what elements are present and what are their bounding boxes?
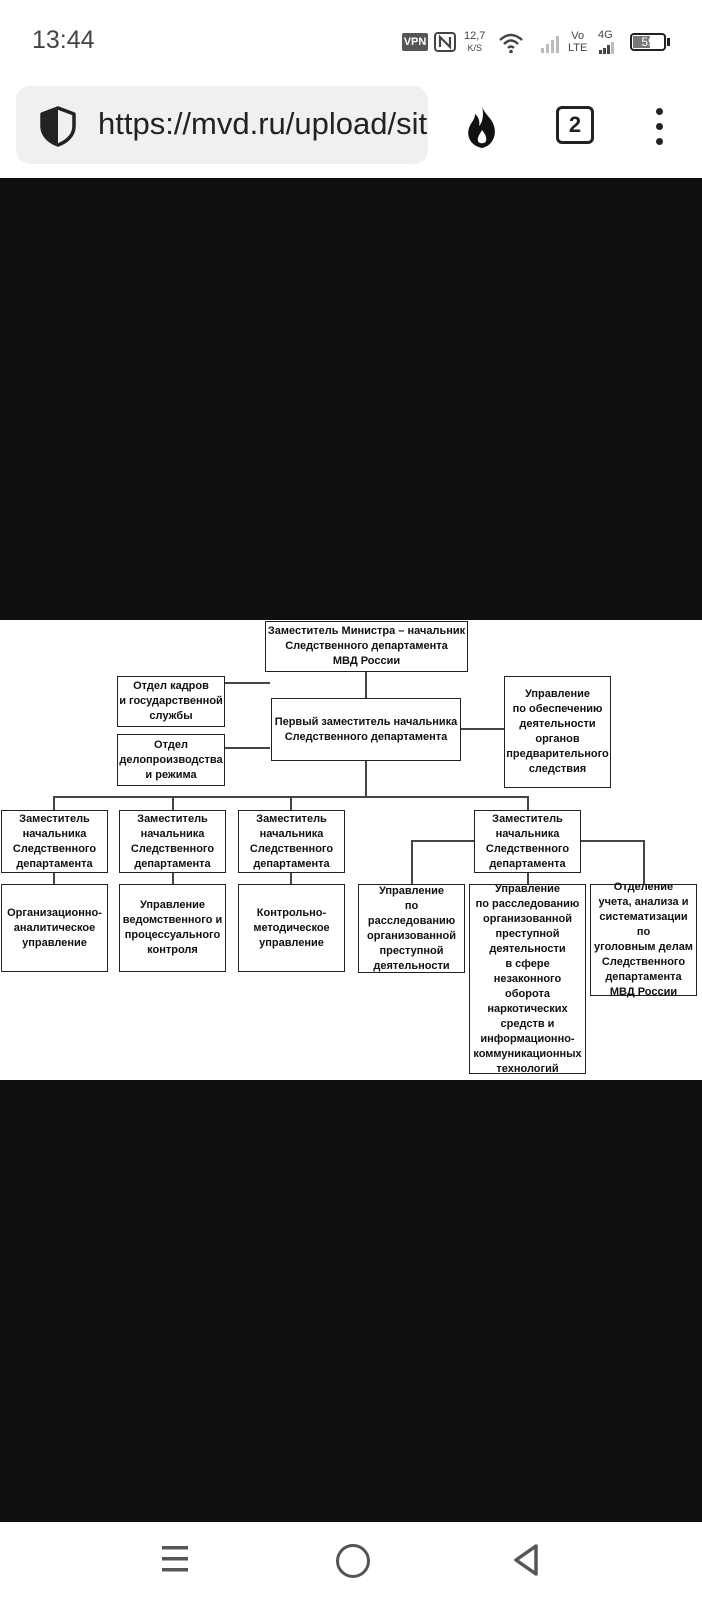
shield-icon[interactable] <box>36 104 80 148</box>
connector-line <box>643 840 645 884</box>
org-box-minister-deputy: Заместитель Министра – начальник Следств… <box>265 621 468 672</box>
battery-fill <box>633 36 650 48</box>
org-chart: Заместитель Министра – начальник Следств… <box>0 620 702 1080</box>
connector-line <box>527 871 529 884</box>
address-bar[interactable]: https://mvd.ru/upload/site1/document_fil… <box>16 86 428 164</box>
org-box-deputy-1: Заместитель начальника Следственного деп… <box>1 810 108 873</box>
connector-line <box>172 871 174 884</box>
connector-line <box>224 747 270 749</box>
fire-icon[interactable] <box>462 104 502 150</box>
org-box-analytical-directorate: Организационно- аналитическое управление <box>1 884 108 972</box>
vpn-badge: VPN <box>402 33 428 51</box>
connector-line <box>411 840 475 842</box>
battery-tip <box>667 38 670 46</box>
net-speed-value: 12,7 <box>464 30 486 42</box>
browser-toolbar: https://mvd.ru/upload/site1/document_fil… <box>0 80 702 178</box>
connector-line <box>53 871 55 884</box>
recent-apps-icon[interactable] <box>160 1542 190 1576</box>
org-box-narcotics-cyber-directorate: Управление по расследованию организованн… <box>469 883 586 1075</box>
volte-top: Vo <box>571 30 585 42</box>
tab-switcher-button[interactable]: 2 <box>556 106 594 144</box>
status-time: 13:44 <box>32 26 95 54</box>
connector-line <box>527 796 529 810</box>
home-icon[interactable] <box>336 1544 370 1578</box>
connector-line <box>224 682 270 684</box>
signal-icon <box>540 34 562 54</box>
connector-line <box>365 670 367 699</box>
network-indicator: 4G <box>598 30 616 54</box>
battery-percent: 59 <box>641 35 655 49</box>
connector-line <box>172 796 174 810</box>
image-viewer[interactable]: Заместитель Министра – начальник Следств… <box>0 178 702 1522</box>
connector-line <box>365 760 367 797</box>
navigation-bar <box>0 1522 702 1600</box>
connector-line <box>53 796 55 810</box>
org-box-records-analysis-section: Отделение учета, анализа и систематизаци… <box>590 881 697 998</box>
status-bar: 13:44 VPN 12,7 K/S Vo LTE 4G 59 <box>0 0 702 80</box>
org-box-deputy-4: Заместитель начальника Следственного деп… <box>474 810 581 873</box>
org-box-hr-department: Отдел кадров и государственной службы <box>117 676 225 727</box>
org-box-first-deputy: Первый заместитель начальника Следственн… <box>271 698 461 761</box>
wifi-icon <box>498 32 524 54</box>
net-speed: 12,7 K/S <box>464 30 485 54</box>
battery-indicator: 59 <box>630 33 666 51</box>
org-box-deputy-3: Заместитель начальника Следственного деп… <box>238 810 345 873</box>
org-box-records-department: Отдел делопроизводства и режима <box>117 734 225 786</box>
more-vertical-icon[interactable] <box>650 106 670 148</box>
connector-line <box>290 871 292 884</box>
connector-line <box>580 840 643 842</box>
org-box-methodical-directorate: Контрольно- методическое управление <box>238 884 345 972</box>
org-box-control-directorate: Управление ведомственного и процессуальн… <box>119 884 226 972</box>
org-box-organized-crime-directorate: Управление по расследованию организованн… <box>358 884 465 973</box>
volte-indicator: Vo LTE <box>568 30 587 54</box>
connector-line <box>290 796 292 810</box>
back-icon[interactable] <box>510 1542 544 1578</box>
connector-line <box>411 840 413 884</box>
volte-bottom: LTE <box>568 42 588 54</box>
connector-line <box>460 728 506 730</box>
nfc-icon <box>434 32 456 52</box>
org-box-investigation-support: Управление по обеспечению деятельности о… <box>504 676 611 788</box>
url-text[interactable]: https://mvd.ru/upload/site1/document_fil… <box>98 106 428 141</box>
network-type: 4G <box>598 29 613 41</box>
org-box-deputy-2: Заместитель начальника Следственного деп… <box>119 810 226 873</box>
net-speed-unit: K/S <box>467 43 482 53</box>
